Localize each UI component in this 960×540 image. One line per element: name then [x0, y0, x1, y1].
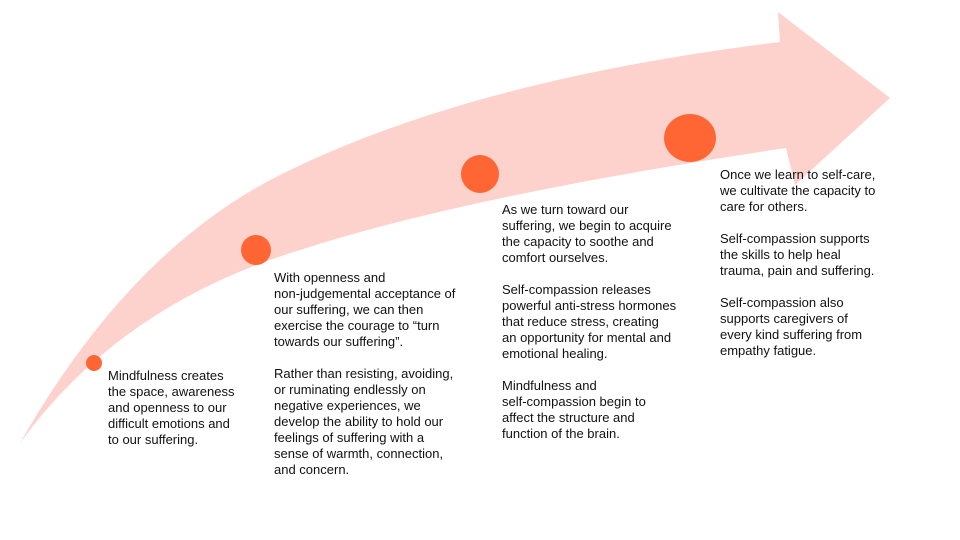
stage-2-text: With openness and non-judgemental accept…: [274, 270, 489, 478]
stage-4-paragraph: Self-compassion supports the skills to h…: [720, 231, 875, 278]
stage-dot-3: [461, 155, 499, 193]
stage-4-text: Once we learn to self-care, we cultivate…: [720, 167, 920, 359]
stage-3-paragraph: Self-compassion releases powerful anti-s…: [502, 282, 677, 361]
growth-arrow: [20, 12, 890, 443]
stage-dot-1: [86, 355, 102, 371]
stage-4-paragraph: Once we learn to self-care, we cultivate…: [720, 167, 876, 214]
stage-2-paragraph: With openness and non-judgemental accept…: [274, 270, 456, 349]
stage-dot-2: [241, 235, 271, 265]
stage-3-paragraph: As we turn toward our suffering, we begi…: [502, 202, 672, 265]
stage-dot-4: [664, 114, 716, 162]
stage-4-paragraph: Self-compassion also supports caregivers…: [720, 295, 863, 358]
stage-2-paragraph: Rather than resisting, avoiding, or rumi…: [274, 366, 454, 477]
stage-1-paragraph: Mindfulness creates the space, awareness…: [108, 368, 235, 447]
stage-1-text: Mindfulness creates the space, awareness…: [108, 368, 268, 448]
stage-3-paragraph: Mindfulness and self-compassion begin to…: [502, 378, 646, 441]
stage-3-text: As we turn toward our suffering, we begi…: [502, 202, 712, 442]
